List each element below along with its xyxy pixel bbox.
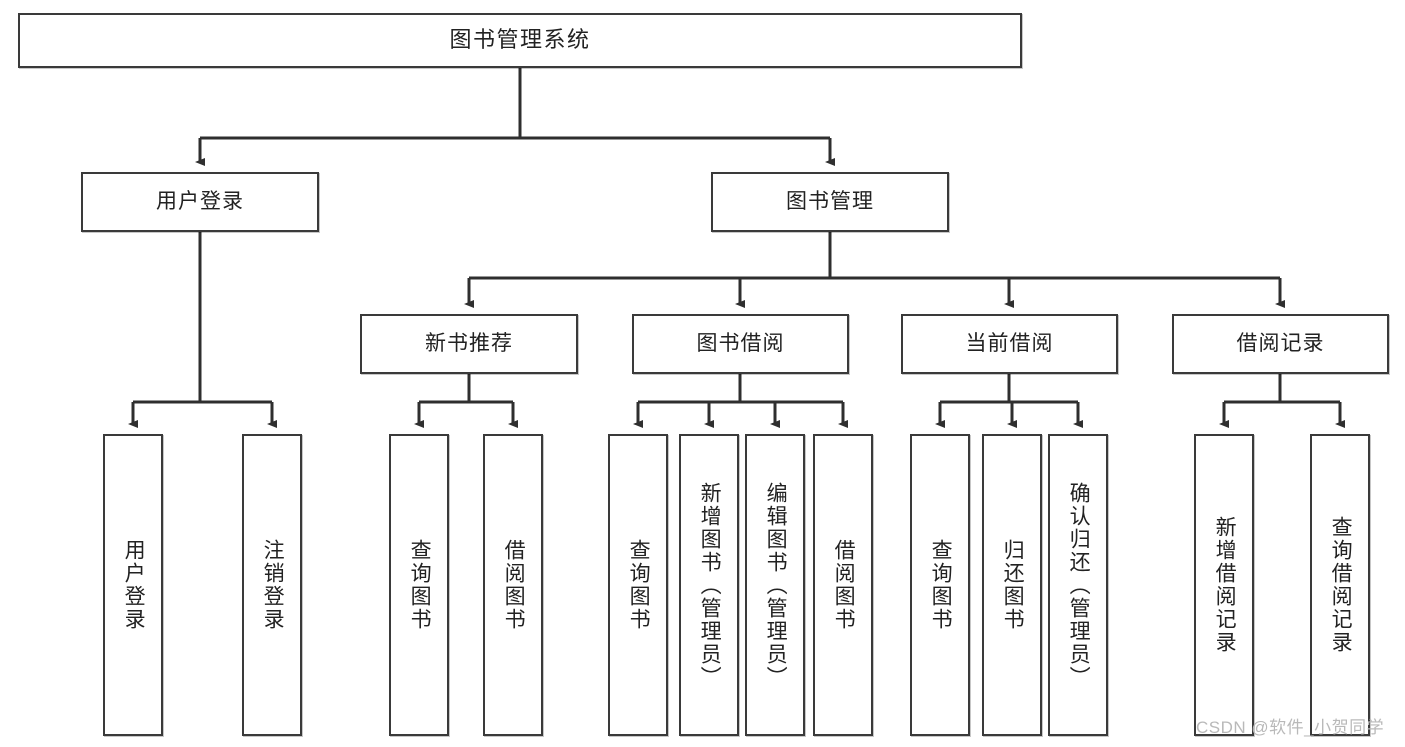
node-book-borrow[interactable]: 图书借阅 — [632, 314, 849, 374]
node-label: 新书推荐 — [425, 332, 513, 356]
node-new-book-recommend[interactable]: 新书推荐 — [360, 314, 578, 374]
node-user-login[interactable]: 用户登录 — [81, 172, 319, 232]
node-label: 确认归还（管理员） — [1067, 481, 1091, 689]
node-label: 新增图书（管理员） — [698, 481, 722, 689]
node-label: 用户登录 — [156, 190, 244, 214]
leaf-node[interactable]: 查询图书 — [389, 434, 449, 736]
edge-group-new-book-rec — [414, 374, 518, 428]
node-label: 注销登录 — [261, 539, 285, 631]
csdn-watermark: CSDN @软件_小贺同学 — [1196, 718, 1385, 737]
leaf-node[interactable]: 查询图书 — [608, 434, 668, 736]
node-label: 借阅图书 — [502, 539, 526, 631]
node-label: 编辑图书（管理员） — [764, 481, 788, 689]
leaf-node[interactable]: 借阅图书 — [813, 434, 873, 736]
node-borrow-record[interactable]: 借阅记录 — [1172, 314, 1389, 374]
node-label: 查询图书 — [627, 539, 651, 631]
node-label: 图书借阅 — [696, 332, 785, 356]
node-label: 查询借阅记录 — [1329, 516, 1353, 654]
node-current-borrow[interactable]: 当前借阅 — [901, 314, 1118, 374]
leaf-node[interactable]: 查询图书 — [910, 434, 970, 736]
leaf-node[interactable]: 借阅图书 — [483, 434, 543, 736]
leaf-node[interactable]: 新增借阅记录 — [1194, 434, 1254, 736]
edge-group-user-login — [128, 232, 277, 428]
node-label: 图书管理 — [786, 190, 874, 214]
leaf-node[interactable]: 查询借阅记录 — [1310, 434, 1370, 736]
node-label: 归还图书 — [1001, 539, 1025, 631]
node-label: 新增借阅记录 — [1213, 516, 1237, 654]
node-label: 用户登录 — [122, 539, 146, 631]
edge-group-root — [195, 68, 835, 166]
leaf-node[interactable]: 归还图书 — [982, 434, 1042, 736]
node-root-图书管理系统[interactable]: 图书管理系统 — [18, 13, 1022, 68]
node-label: 查询图书 — [929, 539, 953, 631]
node-label: 查询图书 — [408, 539, 432, 631]
edge-group-book-manage — [464, 232, 1285, 308]
edge-group-current-borrow — [935, 374, 1083, 428]
edge-group-book-borrow — [633, 374, 848, 428]
node-label: 借阅图书 — [832, 539, 856, 631]
node-label: 当前借阅 — [965, 332, 1054, 356]
node-label: 图书管理系统 — [449, 27, 591, 53]
node-book-manage[interactable]: 图书管理 — [711, 172, 949, 232]
leaf-node[interactable]: 新增图书（管理员） — [679, 434, 739, 736]
node-label: 借阅记录 — [1236, 332, 1325, 356]
leaf-node[interactable]: 编辑图书（管理员） — [745, 434, 805, 736]
edge-group-borrow-record — [1219, 374, 1345, 428]
leaf-node[interactable]: 注销登录 — [242, 434, 302, 736]
leaf-node[interactable]: 用户登录 — [103, 434, 163, 736]
leaf-node[interactable]: 确认归还（管理员） — [1048, 434, 1108, 736]
